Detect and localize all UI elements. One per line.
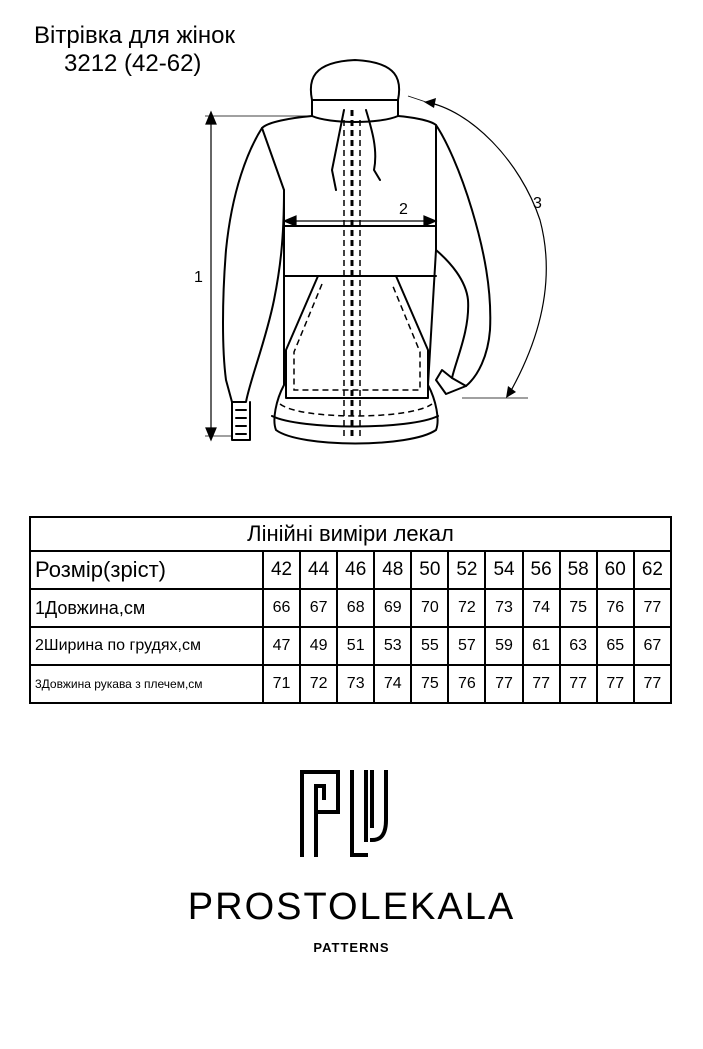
table-cell: 53 [373, 626, 413, 666]
size-cell: 56 [521, 550, 561, 590]
table-cell: 77 [595, 664, 635, 704]
measurements-table: Лінійні виміри лекал Розмір(зріст) 42 44… [29, 516, 673, 704]
table-cell: 67 [299, 588, 339, 628]
size-cell: 52 [447, 550, 487, 590]
table-cell: 72 [447, 588, 487, 628]
size-cell: 44 [299, 550, 339, 590]
pocket-stitch [293, 283, 421, 391]
dimension-label-2: 2 [399, 201, 408, 218]
table-cell: 59 [484, 626, 524, 666]
right-cuff [435, 369, 467, 395]
table-cell: 73 [484, 588, 524, 628]
table-cell: 61 [521, 626, 561, 666]
chest-row: 2Ширина по грудях,см 47 49 51 53 55 57 5… [29, 626, 673, 666]
model-number: 3212 (42-62) [64, 50, 202, 77]
collar [309, 59, 401, 101]
table-cell: 75 [558, 588, 598, 628]
table-cell: 49 [299, 626, 339, 666]
collar-band [311, 99, 399, 123]
drawstring-right [365, 109, 381, 181]
size-cell: 54 [484, 550, 524, 590]
hem-line [271, 415, 439, 428]
drawstring-left [331, 109, 345, 191]
table-cell: 67 [632, 626, 673, 666]
dimension-label-1: 1 [194, 269, 203, 286]
table-cell: 77 [484, 664, 524, 704]
sleeve-dimension-line [425, 101, 547, 397]
chest-row-label: 2Ширина по грудях,см [29, 626, 264, 666]
table-cell: 74 [373, 664, 413, 704]
size-row-label: Розмір(зріст) [29, 550, 264, 590]
right-sleeve [435, 124, 492, 387]
table-cell: 75 [410, 664, 450, 704]
size-cell: 46 [336, 550, 376, 590]
dimension-label-3: 3 [533, 195, 542, 212]
length-row: 1Довжина,см 66 67 68 69 70 72 73 74 75 7… [29, 588, 673, 628]
sleeve-row: 3Довжина рукава з плечем,см 71 72 73 74 … [29, 664, 673, 704]
size-cell: 60 [595, 550, 635, 590]
hem-stitch [279, 403, 433, 417]
table-cell: 74 [521, 588, 561, 628]
table-cell: 68 [336, 588, 376, 628]
brand-name: PROSTOLEKALA [187, 886, 516, 928]
size-cell: 42 [261, 550, 302, 590]
table-cell: 51 [336, 626, 376, 666]
left-cuff [231, 401, 251, 441]
size-cell: 48 [373, 550, 413, 590]
size-cell: 50 [410, 550, 450, 590]
brand-tagline: PATTERNS [313, 940, 390, 955]
table-cell: 76 [595, 588, 635, 628]
table-cell: 55 [410, 626, 450, 666]
table-cell: 72 [299, 664, 339, 704]
table-cell: 77 [632, 588, 673, 628]
table-cell: 76 [447, 664, 487, 704]
left-sleeve [222, 127, 285, 403]
table-cell: 66 [261, 588, 302, 628]
document-title: Вітрівка для жінок 3212 (42-62) [34, 22, 235, 78]
length-row-label: 1Довжина,см [29, 588, 264, 628]
table-cell: 69 [373, 588, 413, 628]
table-cell: 77 [632, 664, 673, 704]
table-cell: 77 [558, 664, 598, 704]
table-cell: 57 [447, 626, 487, 666]
table-cell: 77 [521, 664, 561, 704]
table-cell: 47 [261, 626, 302, 666]
table-cell: 71 [261, 664, 302, 704]
brand-logo-mark [300, 770, 388, 857]
size-cell: 58 [558, 550, 598, 590]
kangaroo-pocket [285, 275, 429, 399]
size-cell: 62 [632, 550, 673, 590]
sleeve-row-label: 3Довжина рукава з плечем,см [29, 664, 264, 704]
table-cell: 65 [595, 626, 635, 666]
garment-name: Вітрівка для жінок [34, 22, 235, 49]
table-cell: 70 [410, 588, 450, 628]
table-cell: 63 [558, 626, 598, 666]
table-cell: 73 [336, 664, 376, 704]
garment-technical-sketch: 1 2 3 [194, 59, 547, 445]
size-row: Розмір(зріст) 42 44 46 48 50 52 54 56 58… [29, 550, 673, 590]
table-caption: Лінійні виміри лекал [29, 516, 672, 552]
